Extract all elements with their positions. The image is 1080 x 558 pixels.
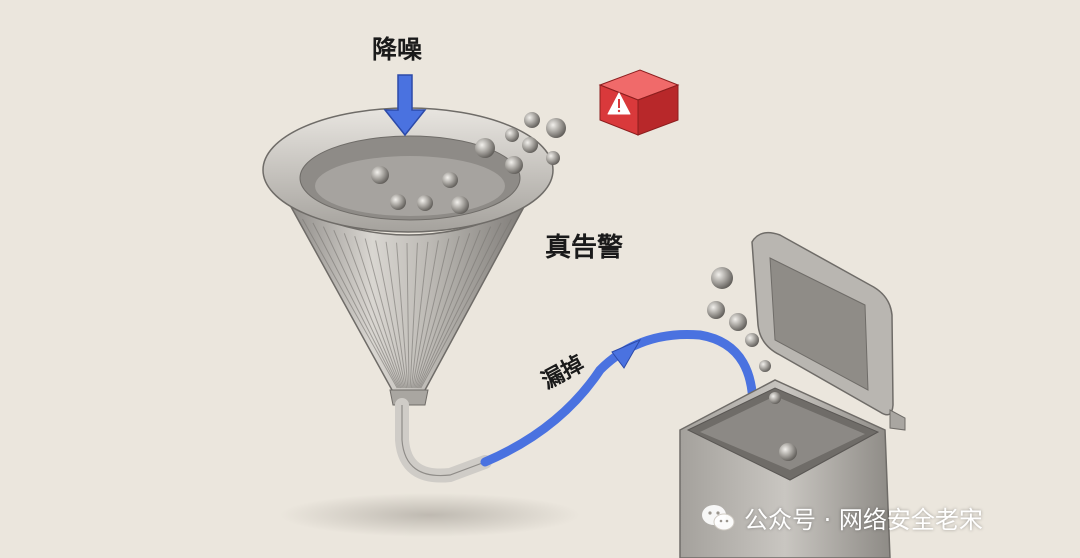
trash-bin	[679, 231, 906, 558]
particle	[390, 194, 406, 210]
funnel-rib	[417, 226, 492, 389]
particle	[522, 137, 538, 153]
leak-arrowhead	[611, 338, 642, 369]
leak-hose	[480, 329, 758, 467]
particle	[729, 313, 747, 331]
funnel-rib	[406, 242, 410, 389]
funnel-rib	[333, 229, 402, 389]
particle	[711, 267, 733, 289]
particle	[546, 151, 560, 165]
leaked-balls	[707, 267, 797, 461]
particle	[707, 301, 725, 319]
funnel-rib	[364, 238, 405, 389]
funnel-rib	[410, 241, 429, 389]
particle	[745, 333, 759, 347]
true-alert-balls	[475, 112, 566, 174]
funnel-rib	[302, 218, 398, 389]
particle	[769, 392, 781, 404]
particle	[779, 443, 797, 461]
particle	[546, 118, 566, 138]
particle	[505, 128, 519, 142]
funnel-rib	[375, 240, 406, 389]
particle	[451, 196, 469, 214]
funnel-pipe	[395, 398, 492, 483]
funnel-rib	[413, 238, 450, 389]
funnel-rib	[419, 222, 502, 389]
funnel-rib	[343, 233, 403, 389]
particle	[475, 138, 495, 158]
particle	[524, 112, 540, 128]
funnel-rib	[409, 242, 418, 389]
warning-triangle-icon	[607, 92, 631, 115]
funnel-rib	[416, 229, 481, 389]
wechat-icon	[702, 504, 735, 530]
funnel-rib	[312, 222, 399, 389]
funnel-rib	[420, 218, 512, 389]
funnel-rib	[414, 236, 460, 389]
particle	[505, 156, 523, 174]
funnel-rib	[385, 241, 408, 389]
funnel-rib	[354, 236, 404, 389]
particle	[759, 360, 771, 372]
funnel-shadow	[280, 493, 580, 537]
warning-cube	[598, 69, 680, 136]
particle	[417, 195, 433, 211]
down-arrow-icon	[383, 74, 427, 137]
particle	[442, 172, 458, 188]
watermark-text: 公众号 · 网络安全老宋	[744, 506, 983, 534]
funnel-ribs	[302, 218, 512, 389]
particle	[371, 166, 389, 184]
noise-balls-in-funnel	[371, 166, 469, 214]
label-true-alert: 真告警	[545, 233, 624, 263]
funnel-rib	[322, 226, 400, 389]
label-denoise: 降噪	[372, 35, 423, 64]
funnel-rib	[415, 233, 471, 389]
funnel-rib	[396, 242, 409, 389]
watermark: 公众号 · 网络安全老宋	[700, 500, 983, 535]
funnel-rib	[412, 240, 439, 389]
